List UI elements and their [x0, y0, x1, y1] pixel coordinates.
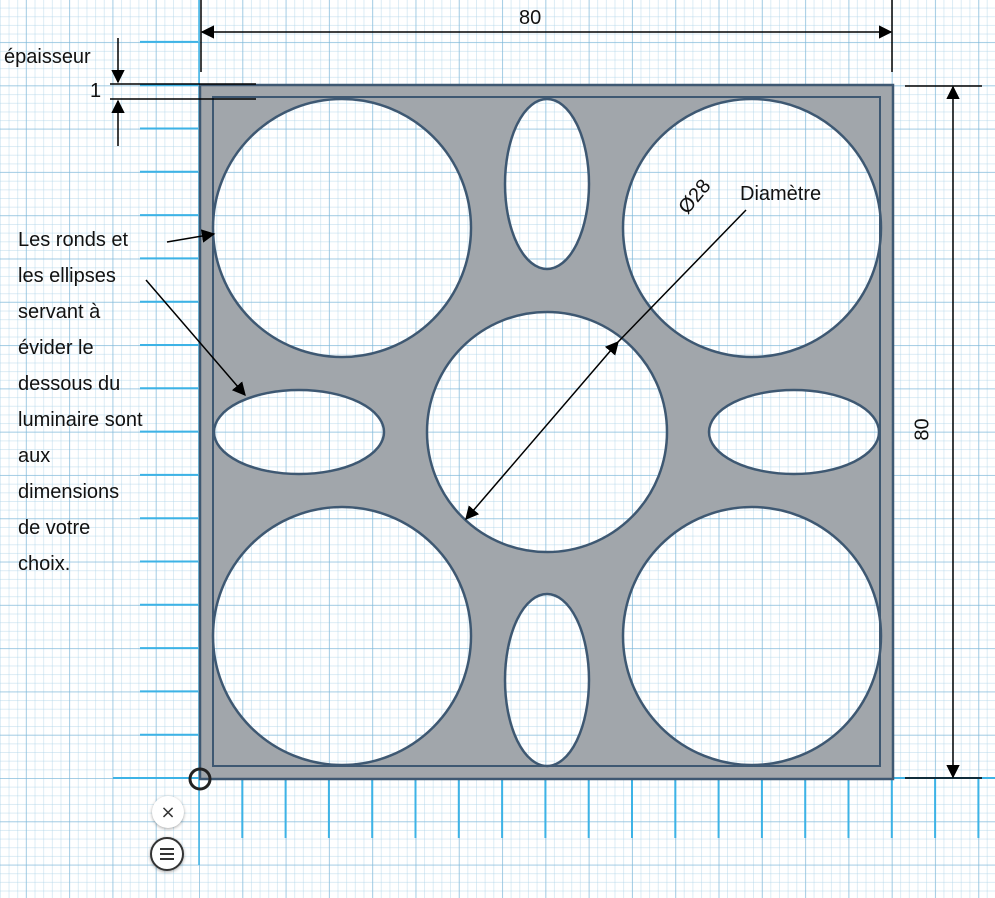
note-text: Les ronds et les ellipses servant à évid…: [18, 222, 143, 582]
note-line: choix.: [18, 553, 71, 575]
note-line: dessous du: [18, 373, 121, 395]
menu-icon: [160, 848, 174, 860]
note-arrow-ellipse: [145, 279, 246, 397]
origin-marker-icon[interactable]: [188, 767, 212, 791]
width-value-label: 80: [519, 7, 542, 29]
diameter-label: Diamètre: [740, 183, 822, 205]
note-line: évider le: [18, 337, 94, 359]
note-line: les ellipses: [18, 265, 116, 287]
close-button[interactable]: ×: [152, 796, 184, 828]
close-icon: ×: [160, 801, 176, 823]
note-line: servant à: [18, 301, 101, 323]
diameter-leader-line: [617, 209, 747, 343]
diameter-dimension-line: [465, 340, 619, 521]
note-line: dimensions: [18, 481, 120, 503]
note-line: Les ronds et: [18, 229, 129, 251]
bottom-ruler: [241, 779, 980, 838]
plate-inner-edge: [212, 96, 881, 767]
thickness-label: épaisseur: [4, 46, 91, 68]
height-value-label: 80: [911, 418, 934, 441]
menu-button[interactable]: [150, 837, 184, 871]
note-line: luminaire sont: [18, 409, 143, 431]
thickness-value-label: 1: [90, 80, 102, 102]
note-arrow-circle: [166, 229, 216, 243]
note-line: de votre: [18, 517, 91, 539]
left-ruler: [140, 40, 198, 736]
note-line: aux: [18, 445, 51, 467]
